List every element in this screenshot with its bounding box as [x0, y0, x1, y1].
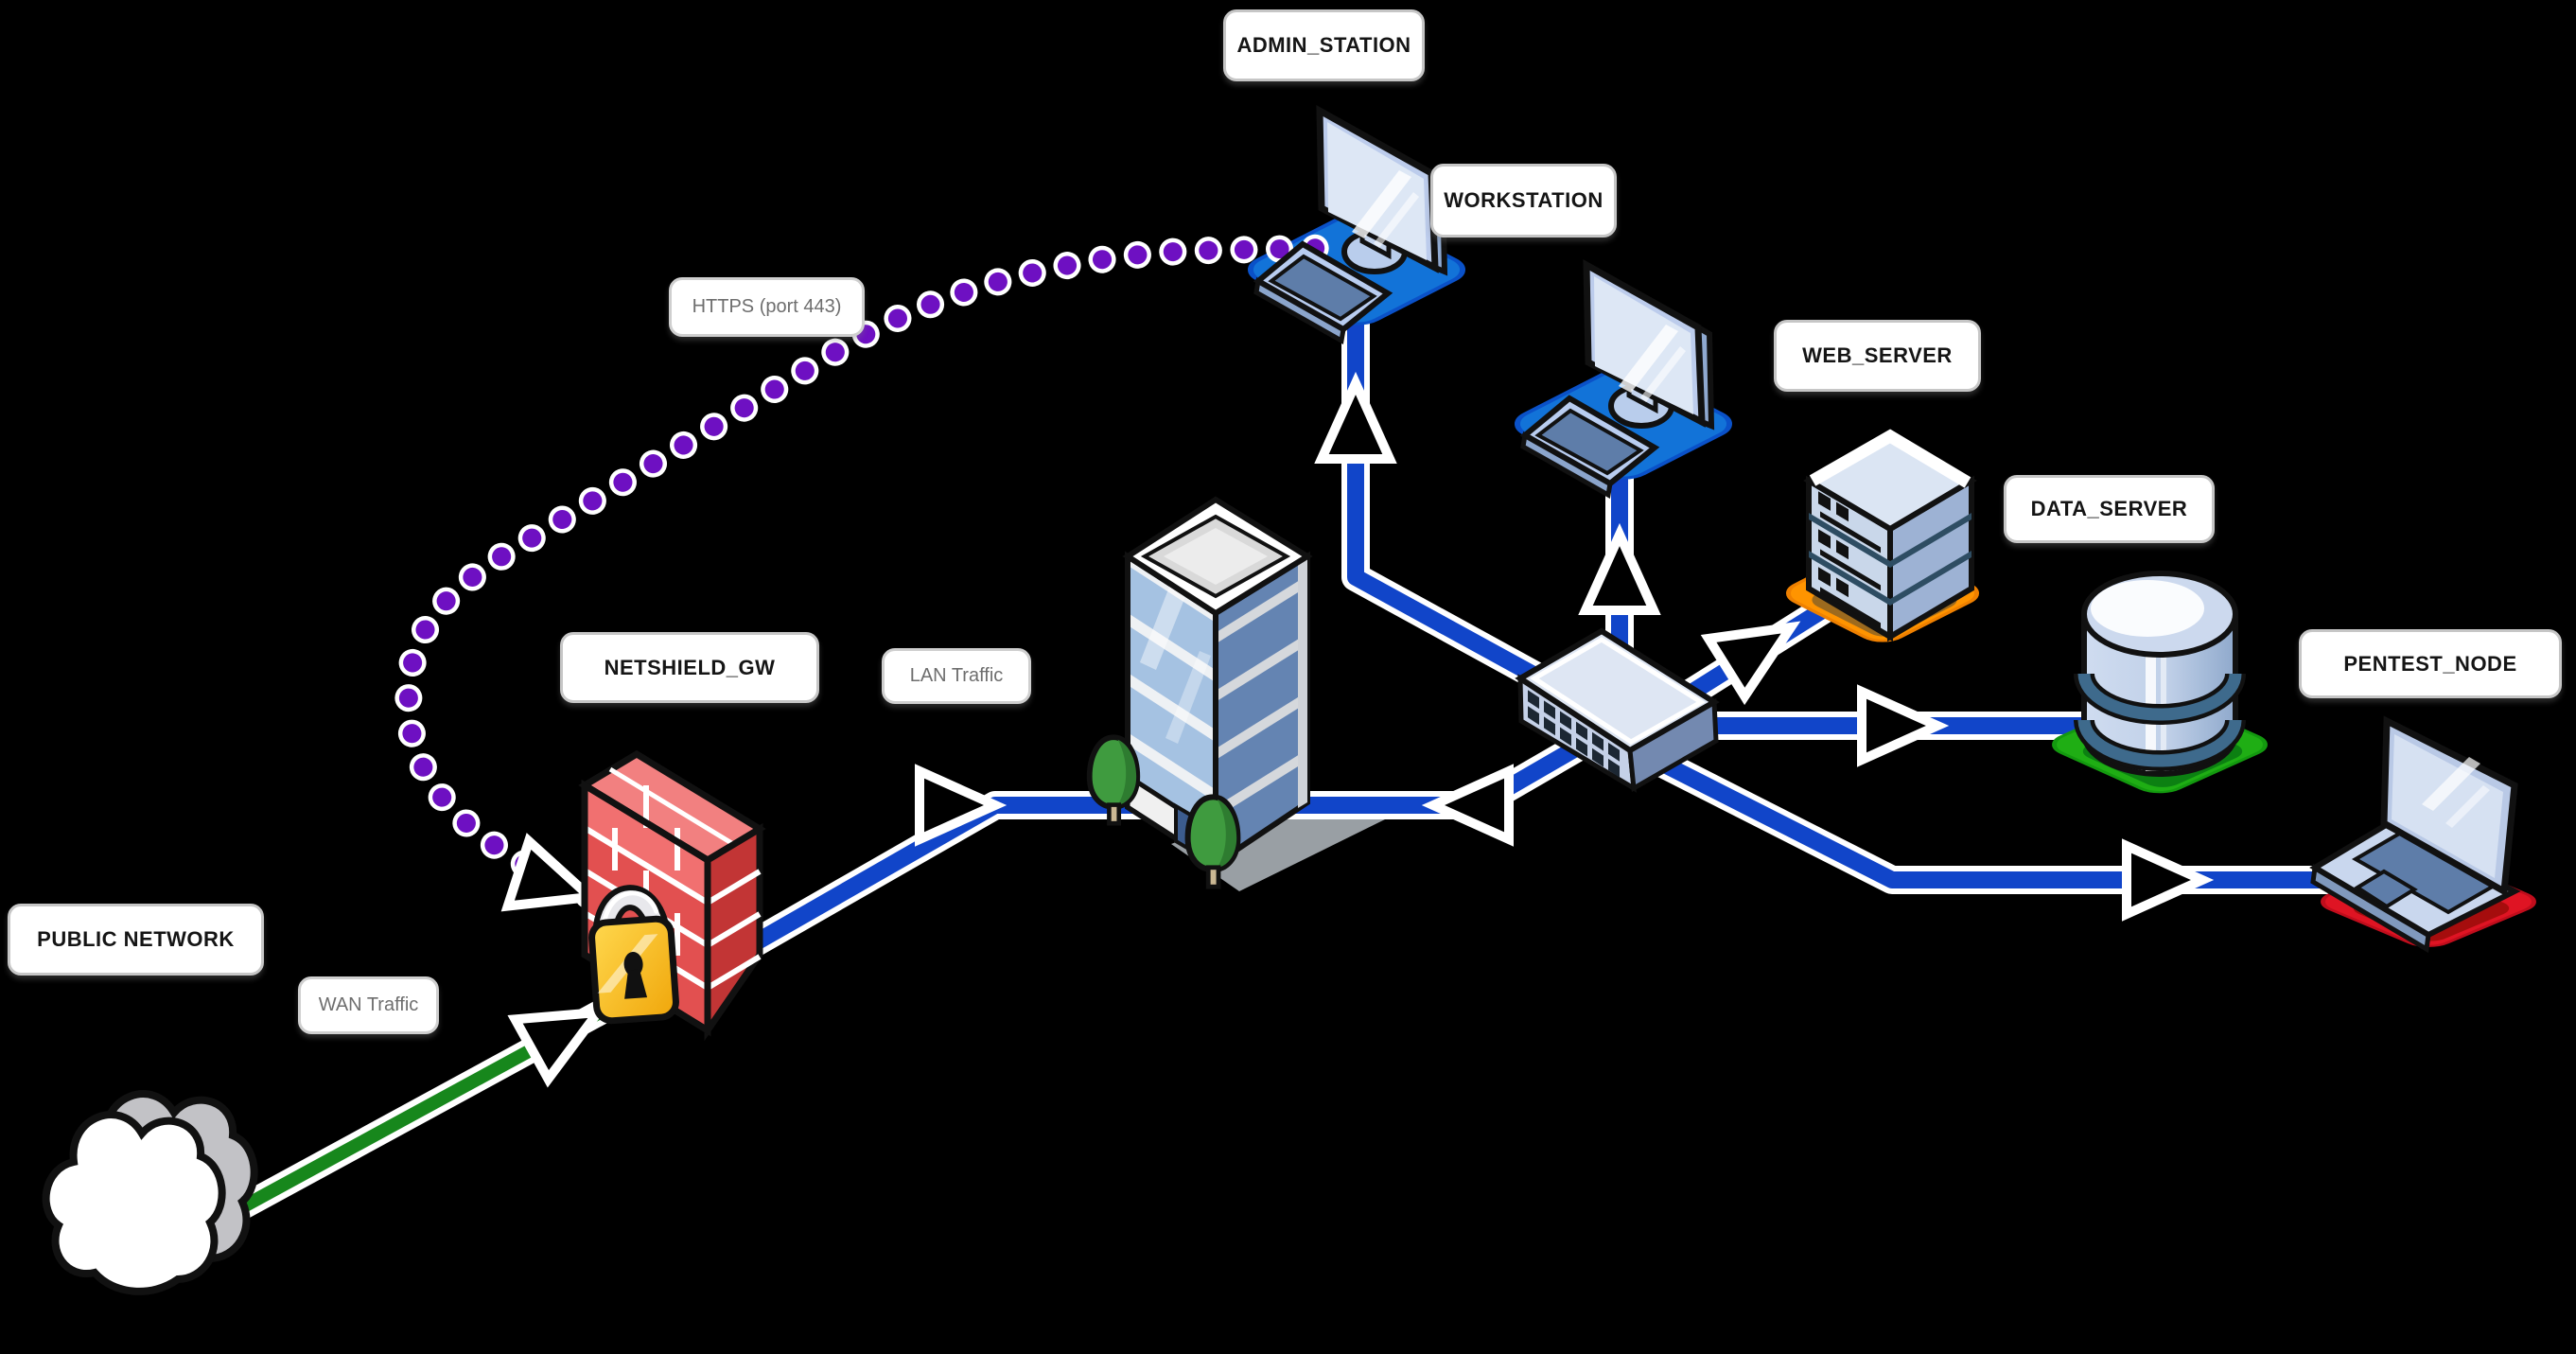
label-text: WORKSTATION	[1444, 188, 1603, 212]
link-https-dotted	[394, 234, 1343, 929]
lan-arrow-left-icon	[1433, 771, 1509, 839]
label-text: ADMIN_STATION	[1236, 33, 1411, 57]
web-server-icon[interactable]	[1803, 429, 1977, 642]
label-text: PENTEST_NODE	[2343, 651, 2517, 676]
label-netshield-gw[interactable]: NETSHIELD_GW	[560, 632, 819, 703]
pentest-node-laptop-icon[interactable]	[2309, 715, 2521, 954]
label-pentest-node[interactable]: PENTEST_NODE	[2299, 629, 2562, 698]
public-network-cloud-icon[interactable]	[42, 1090, 258, 1295]
dataserver-arrow-icon	[1862, 692, 1937, 760]
label-wan-traffic[interactable]: WAN Traffic	[298, 976, 439, 1034]
office-building-icon[interactable]	[1090, 496, 1313, 887]
label-text: WEB_SERVER	[1802, 343, 1953, 367]
admin-station-computer-icon[interactable]	[1256, 111, 1445, 341]
network-switch-icon[interactable]	[1515, 627, 1720, 793]
label-data-server[interactable]: DATA_SERVER	[2004, 475, 2215, 543]
label-text: NETSHIELD_GW	[604, 655, 776, 679]
workstation-computer-icon[interactable]	[1523, 265, 1711, 495]
label-workstation[interactable]: WORKSTATION	[1430, 164, 1617, 237]
link-switch-pentest	[1639, 742, 2341, 894]
data-server-icon[interactable]	[2074, 571, 2246, 777]
padlock-icon	[588, 885, 679, 1025]
pentest-arrow-icon	[2127, 846, 2202, 914]
link-switch-admin	[1341, 303, 1550, 693]
label-text: WAN Traffic	[318, 994, 419, 1015]
label-text: DATA_SERVER	[2030, 497, 2188, 520]
workstation-arrow-icon	[1586, 535, 1654, 610]
label-text: LAN Traffic	[909, 665, 1004, 686]
label-text: HTTPS (port 443)	[692, 296, 842, 317]
label-https-traffic[interactable]: HTTPS (port 443)	[669, 277, 865, 337]
label-public-network[interactable]: PUBLIC NETWORK	[8, 904, 264, 976]
netshield-gw-firewall-icon[interactable]	[578, 749, 766, 1042]
label-lan-traffic[interactable]: LAN Traffic	[882, 648, 1031, 704]
label-text: PUBLIC NETWORK	[37, 927, 235, 951]
label-web-server[interactable]: WEB_SERVER	[1774, 320, 1981, 392]
admin-arrow-icon	[1322, 383, 1390, 459]
label-admin-station[interactable]: ADMIN_STATION	[1223, 9, 1425, 81]
